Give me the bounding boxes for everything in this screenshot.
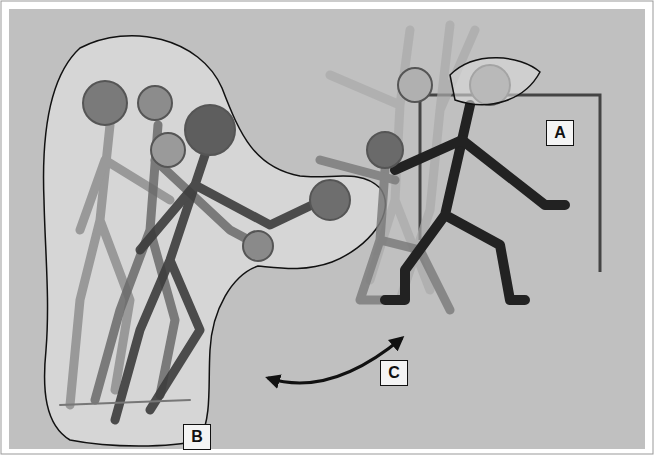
highlight-outline xyxy=(450,58,540,105)
goalkeeper-figures xyxy=(320,25,565,310)
callout-letter: A xyxy=(546,120,574,146)
background xyxy=(9,9,645,449)
highlight-region xyxy=(44,36,386,446)
callout-letter: B xyxy=(183,424,211,450)
shooter-figures xyxy=(60,81,350,420)
callout-letter: C xyxy=(380,360,408,386)
